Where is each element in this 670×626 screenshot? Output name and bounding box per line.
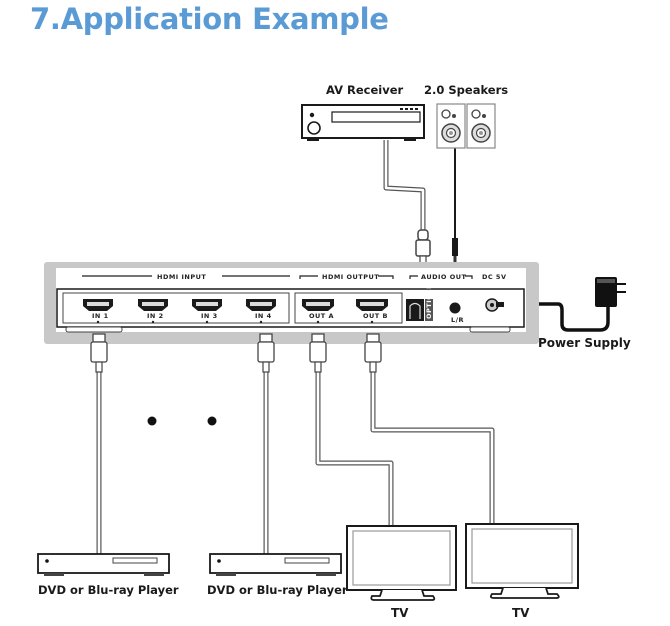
port-label: IN 1 — [92, 312, 109, 320]
av-receiver-foot — [307, 138, 319, 141]
cable-receiver-audio — [383, 140, 426, 230]
hdmi-plugs — [90, 333, 382, 373]
cable-receiver-audio-inner — [384, 140, 425, 230]
tv-2-label: TV — [512, 606, 530, 620]
hdmi-plug-icon — [364, 333, 382, 373]
input-group-box — [62, 292, 290, 324]
page-title: 7.Application Example — [30, 2, 389, 36]
port-label: OUT B — [363, 312, 388, 320]
dvd-player-2: DVD or Blu-ray Player — [207, 553, 348, 597]
hdmi-plug-icon — [309, 333, 327, 373]
av-receiver-label: AV Receiver — [326, 83, 404, 97]
tv-1: TV — [346, 525, 457, 620]
dvd-player-1: DVD or Blu-ray Player — [37, 553, 179, 597]
analog-label: L/R — [451, 316, 464, 324]
power-led-icon — [45, 559, 49, 563]
speaker-right — [466, 103, 496, 149]
av-receiver: AV Receiver — [301, 83, 425, 141]
cable-hdmi-outb-inner — [371, 372, 494, 524]
hdmi-input-label: HDMI INPUT — [157, 273, 206, 281]
speakers: 2.0 Speakers — [424, 83, 508, 149]
rca-plug-icon — [415, 229, 431, 267]
cable-hdmi-outa — [315, 372, 394, 527]
hdmi-plug-icon — [257, 333, 275, 373]
tv-1-label: TV — [391, 606, 409, 620]
tweeter-icon — [471, 109, 481, 119]
output-group-box — [294, 292, 403, 324]
power-supply-label: Power Supply — [538, 336, 631, 350]
source-1-label: DVD or Blu-ray Player — [38, 583, 179, 597]
port-label: IN 2 — [147, 312, 164, 320]
speakers-label: 2.0 Speakers — [424, 83, 508, 97]
speaker-left — [436, 103, 466, 149]
power-led-icon — [217, 559, 221, 563]
hdmi-port-in4[interactable]: IN 4 — [246, 299, 276, 324]
panel-front — [56, 288, 525, 328]
source-2-label: DVD or Blu-ray Player — [207, 583, 348, 597]
receiver-buttons — [400, 108, 418, 110]
power-adapter-icon: Power Supply — [538, 277, 631, 350]
port-label: IN 3 — [201, 312, 218, 320]
analog-audio-port[interactable]: L/R — [449, 302, 465, 325]
audio-out-label: AUDIO OUT — [421, 273, 467, 281]
power-led-icon — [309, 112, 315, 118]
volume-knob-icon — [307, 121, 321, 135]
optical-port[interactable]: OPTICAL — [406, 284, 433, 321]
av-receiver-foot — [404, 138, 416, 141]
mini-jack-plug-icon — [452, 238, 458, 266]
port-label: OUT A — [309, 312, 334, 320]
cables — [96, 140, 610, 555]
tv-2: TV — [465, 523, 579, 620]
panel-foot — [469, 326, 511, 333]
dc-label: DC 5V — [482, 273, 506, 281]
hdmi-port-outa[interactable]: OUT A — [302, 299, 334, 324]
optical-label-tag — [425, 299, 433, 321]
panel-foot — [65, 326, 123, 333]
port-label: IN 4 — [255, 312, 272, 320]
hdmi-switch: HDMI INPUT HDMI OUTPUT AUDIO OUT DC 5V I… — [44, 262, 539, 344]
cable-power — [500, 302, 610, 332]
optical-label: OPTICAL — [425, 284, 433, 319]
hdmi-port-outb[interactable]: OUT B — [356, 299, 388, 324]
ellipsis-dot — [147, 416, 157, 426]
dc-power-port[interactable] — [485, 298, 504, 312]
hdmi-plug-icon — [90, 333, 108, 373]
cable-hdmi-outa-inner — [316, 372, 393, 527]
hdmi-output-label: HDMI OUTPUT — [322, 273, 379, 281]
tweeter-icon — [441, 109, 451, 119]
hdmi-port-in2[interactable]: IN 2 — [138, 299, 168, 324]
display-slot — [331, 111, 421, 123]
ellipsis-dot — [207, 416, 217, 426]
hdmi-port-in3[interactable]: IN 3 — [192, 299, 222, 324]
hdmi-port-in1[interactable]: IN 1 — [83, 299, 113, 324]
